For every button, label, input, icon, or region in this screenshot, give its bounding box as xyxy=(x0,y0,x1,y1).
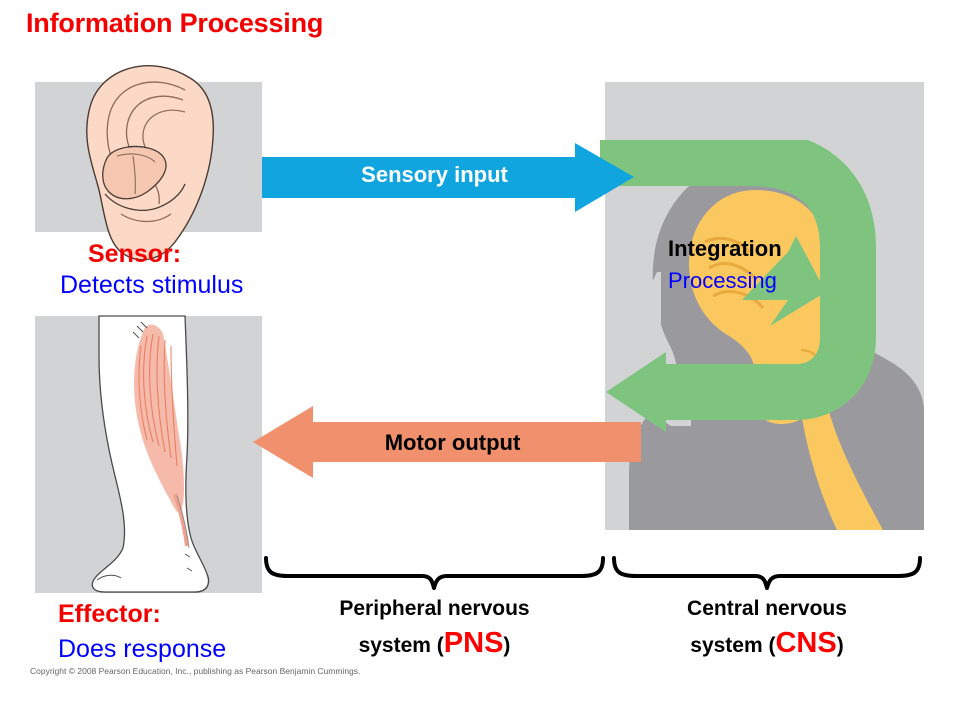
pns-line2-prefix: system ( xyxy=(358,634,444,657)
pns-caption: Peripheral nervous system (PNS) xyxy=(262,592,607,663)
pns-acronym: PNS xyxy=(443,627,504,659)
sensory-input-arrow xyxy=(262,143,634,212)
cns-acronym: CNS xyxy=(775,627,837,659)
cns-brace xyxy=(612,556,922,590)
copyright-notice: Copyright © 2008 Pearson Education, Inc.… xyxy=(30,666,361,676)
cns-line1: Central nervous xyxy=(687,597,847,620)
sensor-image-panel xyxy=(35,65,262,261)
integration-loop-arrow-icon xyxy=(600,140,876,432)
effector-caption-sub: Does response xyxy=(58,635,227,663)
ear-icon xyxy=(86,65,214,261)
cns-line2-prefix: system ( xyxy=(690,634,776,657)
pns-brace xyxy=(264,556,605,590)
motor-output-arrow xyxy=(253,406,641,478)
sensor-caption-sub: Detects stimulus xyxy=(60,271,244,299)
integration-label: Integration xyxy=(668,236,782,261)
cns-line2: system (CNS) xyxy=(610,626,924,663)
sensor-caption-title: Sensor: xyxy=(88,240,182,268)
page-title: Information Processing xyxy=(26,8,324,38)
pns-line1: Peripheral nervous xyxy=(339,597,530,620)
effector-image-panel xyxy=(35,315,262,593)
pns-line2: system (PNS) xyxy=(262,626,607,663)
cns-caption: Central nervous system (CNS) xyxy=(610,592,924,663)
leg-muscle-icon xyxy=(91,315,210,593)
processing-label: Processing xyxy=(668,268,777,293)
effector-caption-title: Effector: xyxy=(58,600,161,628)
pns-line2-suffix: ) xyxy=(503,634,511,657)
cns-line2-suffix: ) xyxy=(836,634,844,657)
